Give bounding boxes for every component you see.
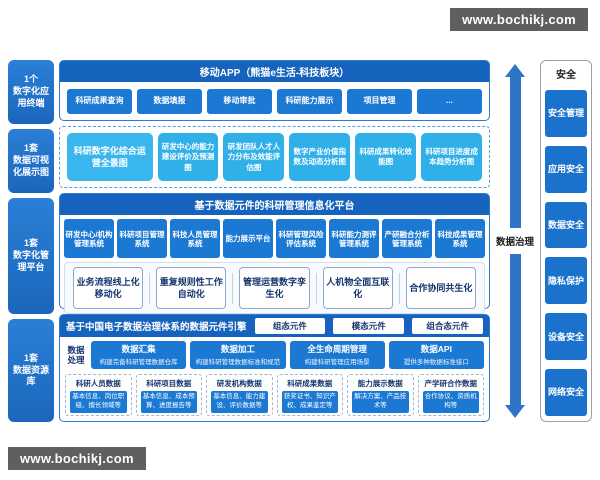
system-risk-assessment[interactable]: 科研管理风险评估系统 xyxy=(276,219,326,259)
security-column: 安全 安全管理 应用安全 数据安全 隐私保护 设备安全 网络安全 xyxy=(540,60,592,422)
process-data-processing[interactable]: 数据加工 构建科研管理数据标准和规范 xyxy=(190,341,286,370)
process-desc: 构建科研管理数据标准和规范 xyxy=(195,359,281,367)
system-capability-eval[interactable]: 科研能力测评管理系统 xyxy=(329,219,379,259)
rail-item-terminal: 1个 数字化应 用终端 xyxy=(8,60,54,124)
viz-project-trend[interactable]: 科研项目进度成本趋势分析图 xyxy=(421,133,483,182)
security-management: 安全管理 xyxy=(545,90,587,137)
process-desc: 提供多种数据标准接口 xyxy=(403,359,469,367)
arrow-up-icon xyxy=(505,64,525,77)
section-mobile-app: 移动APP（熊猫e生活-科技板块） 科研成果查询 数据填报 移动审批 科研能力展… xyxy=(59,60,490,122)
arrow-shaft xyxy=(509,77,521,228)
viz-talent-distribution[interactable]: 研发团队人才人力分布及效能评估图 xyxy=(223,133,285,182)
data-process-label: 数据处理 xyxy=(67,344,85,366)
app-button-data-entry[interactable]: 数据填报 xyxy=(137,88,202,114)
diagram-body: 1个 数字化应 用终端 1套 数据可视 化展示图 1套 数字化管 理平台 1套 … xyxy=(8,60,592,422)
privacy-protection: 隐私保护 xyxy=(545,257,587,305)
dataset-institution: 研发机构数据 基本信息、能力建设、评价数据等 xyxy=(206,374,273,416)
app-button-project-mgmt[interactable]: 项目管理 xyxy=(347,88,412,114)
app-button-more[interactable]: ... xyxy=(417,88,482,114)
capability-collaboration: 合作协同共生化 xyxy=(405,267,477,310)
mobile-app-buttons: 科研成果查询 数据填报 移动审批 科研能力展示 项目管理 ... xyxy=(60,82,489,120)
watermark-top: www.bochikj.com xyxy=(450,8,588,31)
data-governance-label: 数据治理 xyxy=(495,237,534,248)
dataset-row: 科研人员数据 基本信息、岗位职级、擅长领域等 科研项目数据 基本信息、成本预算、… xyxy=(60,371,489,421)
platform-title: 基于数据元件的科研管理信息化平台 xyxy=(60,194,489,216)
capability-interconnection: 人机物全面互联化 xyxy=(322,267,393,310)
tag-composite-component[interactable]: 组合态元件 xyxy=(412,318,483,335)
rail-item-data-repo: 1套 数据资源 库 xyxy=(8,319,54,422)
data-process-row: 数据处理 数据汇集 构建完备科研管理数据仓库 数据加工 构建科研管理数据标准和规… xyxy=(60,337,489,371)
app-button-results-query[interactable]: 科研成果查询 xyxy=(67,88,132,114)
dataset-detail[interactable]: 基本信息、能力建设、评价数据等 xyxy=(211,391,268,413)
system-rd-center-mgmt[interactable]: 研发中心/机构管理系统 xyxy=(64,219,114,259)
dataset-title: 产学研合作数据 xyxy=(424,379,478,389)
watermark-bottom: www.bochikj.com xyxy=(8,447,146,470)
process-lifecycle-mgmt[interactable]: 全生命周期管理 构建科研管理应用场景 xyxy=(289,341,385,370)
dataset-detail[interactable]: 解决方案、产品技术等 xyxy=(352,391,409,413)
data-security: 数据安全 xyxy=(545,201,587,249)
main-column: 移动APP（熊猫e生活-科技板块） 科研成果查询 数据填报 移动审批 科研能力展… xyxy=(59,60,490,422)
viz-capability-eval[interactable]: 研发中心的能力建设评价及预测图 xyxy=(157,133,219,182)
section-visualization: 科研数字化综合运营全景图 研发中心的能力建设评价及预测图 研发团队人才人力分布及… xyxy=(59,126,490,189)
app-button-capability-show[interactable]: 科研能力展示 xyxy=(277,88,342,114)
dataset-detail[interactable]: 合作协议、资质机构等 xyxy=(422,391,479,413)
dataset-project: 科研项目数据 基本信息、成本预算、进度报告等 xyxy=(135,374,202,416)
security-title: 安全 xyxy=(556,70,576,81)
dataset-achievement: 科研成果数据 获奖证书、知识产权、成果鉴定等 xyxy=(276,374,343,416)
platform-capabilities: 业务流程线上化移动化 重复规则性工作自动化 管理运营数字孪生化 人机物全面互联化… xyxy=(64,262,485,315)
process-title: 数据加工 xyxy=(220,344,255,355)
mobile-app-title: 移动APP（熊猫e生活-科技板块） xyxy=(60,61,489,82)
divider xyxy=(232,273,234,304)
application-security: 应用安全 xyxy=(545,145,587,193)
section-platform: 基于数据元件的科研管理信息化平台 研发中心/机构管理系统 科研项目管理系统 科技… xyxy=(59,193,490,315)
capability-automation: 重复规则性工作自动化 xyxy=(156,267,227,310)
system-personnel-mgmt[interactable]: 科技人员管理系统 xyxy=(170,219,220,259)
data-engine-title: 基于中国电子数据治理体系的数据元件引擎 xyxy=(66,322,247,334)
system-project-mgmt[interactable]: 科研项目管理系统 xyxy=(117,219,167,259)
data-engine-header: 基于中国电子数据治理体系的数据元件引擎 组态元件 模态元件 组合态元件 xyxy=(60,315,489,338)
system-achievement-mgmt[interactable]: 科技成果管理系统 xyxy=(435,219,485,259)
arrow-shaft xyxy=(509,254,521,405)
app-button-mobile-approval[interactable]: 移动审批 xyxy=(207,88,272,114)
network-security: 网络安全 xyxy=(545,369,587,416)
process-data-collection[interactable]: 数据汇集 构建完备科研管理数据仓库 xyxy=(91,341,187,370)
dataset-title: 研发机构数据 xyxy=(216,379,262,389)
rail-item-visualization: 1套 数据可视 化展示图 xyxy=(8,129,54,193)
capability-online-mobile: 业务流程线上化移动化 xyxy=(73,267,144,310)
divider xyxy=(398,273,400,304)
dataset-personnel: 科研人员数据 基本信息、岗位职级、擅长领域等 xyxy=(65,374,132,416)
capability-digital-twin: 管理运营数字孪生化 xyxy=(239,267,310,310)
arrow-down-icon xyxy=(505,405,525,418)
dataset-detail[interactable]: 基本信息、岗位职级、擅长领域等 xyxy=(70,391,127,413)
dataset-detail[interactable]: 获奖证书、知识产权、成果鉴定等 xyxy=(281,391,338,413)
divider xyxy=(149,273,151,304)
dataset-capability: 能力展示数据 解决方案、产品技术等 xyxy=(347,374,414,416)
dataset-title: 科研人员数据 xyxy=(75,379,121,389)
viz-transform-efficiency[interactable]: 科研成果转化效能图 xyxy=(355,133,417,182)
device-security: 设备安全 xyxy=(545,313,587,361)
viz-panorama[interactable]: 科研数字化综合运营全景图 xyxy=(67,133,153,182)
dataset-title: 科研项目数据 xyxy=(146,379,192,389)
process-desc: 构建科研管理应用场景 xyxy=(304,359,370,367)
dataset-cooperation: 产学研合作数据 合作协议、资质机构等 xyxy=(417,374,484,416)
tag-modal-component[interactable]: 模态元件 xyxy=(333,318,405,335)
process-title: 数据汇集 xyxy=(121,344,156,355)
section-data-resource: 基于中国电子数据治理体系的数据元件引擎 组态元件 模态元件 组合态元件 数据处理… xyxy=(59,314,490,422)
process-title: 数据API xyxy=(420,344,452,355)
system-capability-platform[interactable]: 能力展示平台 xyxy=(223,219,273,259)
dataset-detail[interactable]: 基本信息、成本预算、进度报告等 xyxy=(140,391,197,413)
tag-component-state[interactable]: 组态元件 xyxy=(254,318,326,335)
process-desc: 构建完备科研管理数据仓库 xyxy=(99,359,178,367)
process-title: 全生命周期管理 xyxy=(307,344,367,355)
process-data-api[interactable]: 数据API 提供多种数据标准接口 xyxy=(388,341,484,370)
viz-industry-index[interactable]: 数字产业价值指数及动态分析图 xyxy=(289,133,351,182)
rail-item-platform: 1套 数字化管 理平台 xyxy=(8,198,54,314)
dataset-title: 科研成果数据 xyxy=(287,379,333,389)
divider xyxy=(315,273,317,304)
dataset-title: 能力展示数据 xyxy=(357,379,403,389)
system-industry-research[interactable]: 产研融合分析管理系统 xyxy=(382,219,432,259)
platform-systems: 研发中心/机构管理系统 科研项目管理系统 科技人员管理系统 能力展示平台 科研管… xyxy=(60,215,489,260)
data-governance-column: 数据治理 xyxy=(495,60,535,422)
left-rail: 1个 数字化应 用终端 1套 数据可视 化展示图 1套 数字化管 理平台 1套 … xyxy=(8,60,54,422)
